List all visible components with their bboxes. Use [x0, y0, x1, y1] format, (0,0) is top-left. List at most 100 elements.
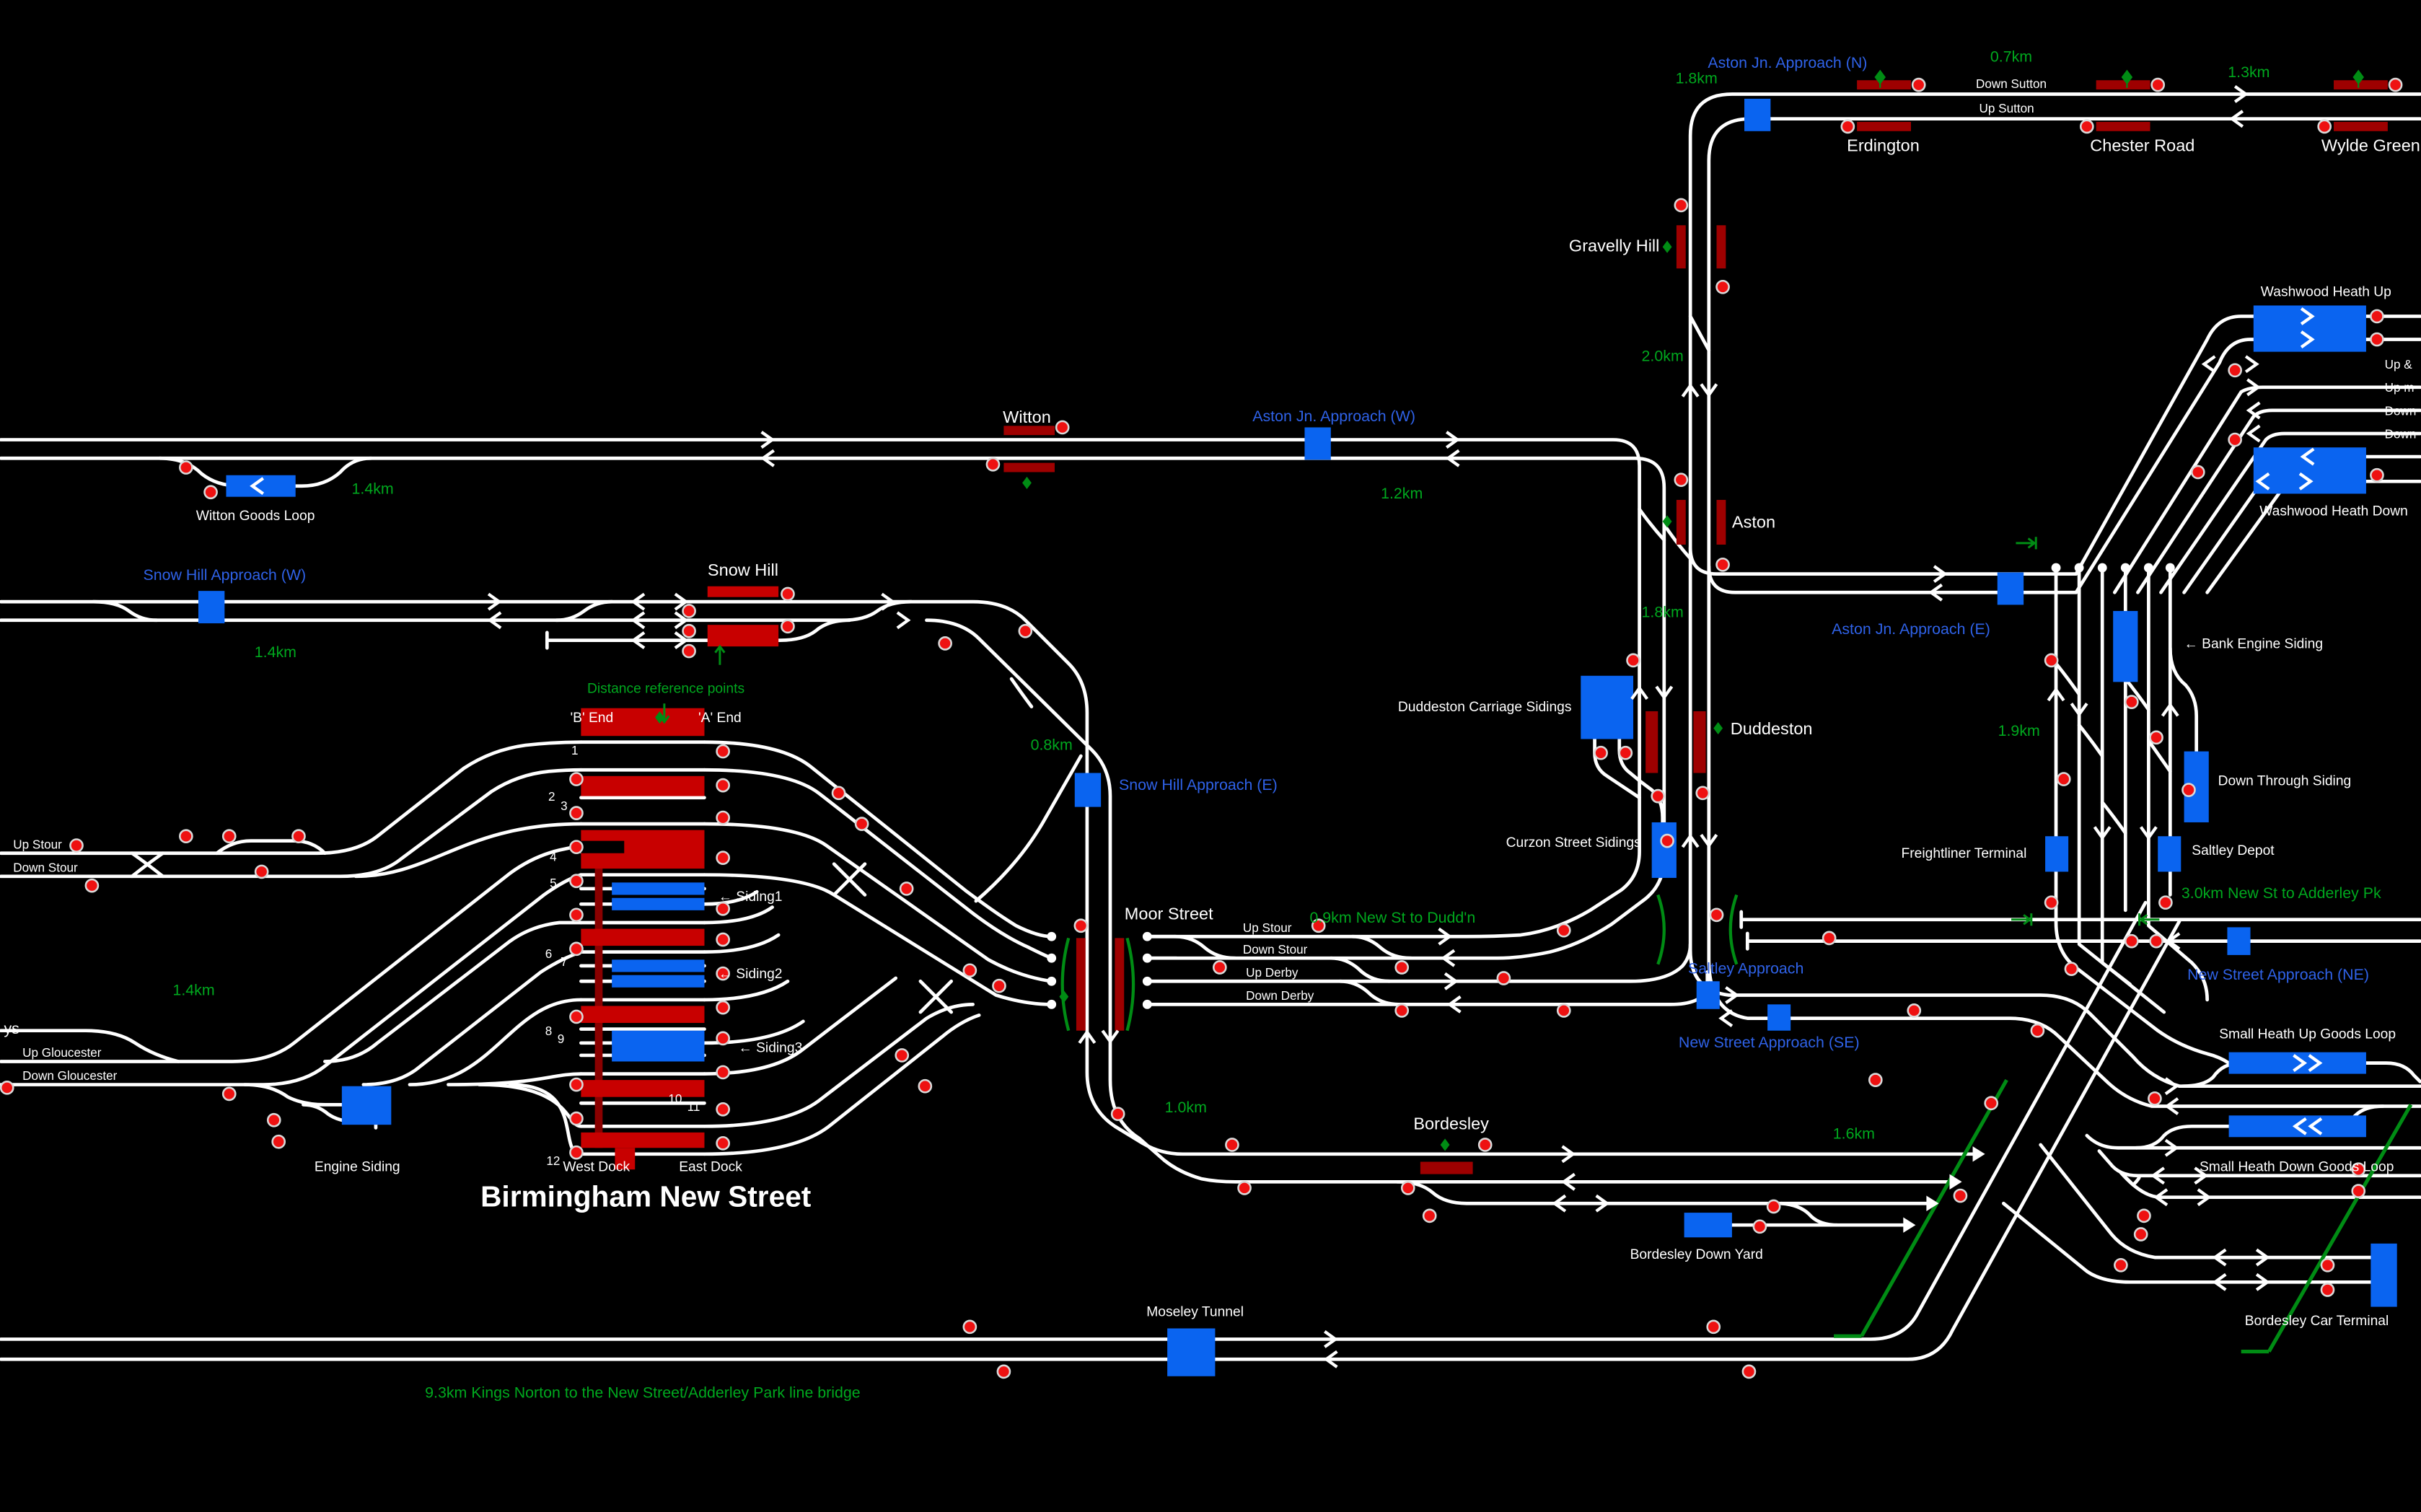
- berth-freightliner-terminal[interactable]: [2045, 836, 2069, 872]
- berth-moseley-tunnel[interactable]: [1167, 1328, 1216, 1376]
- signal-lamp[interactable]: [569, 907, 584, 923]
- signal-lamp[interactable]: [1651, 788, 1666, 804]
- berth-washwood-heath-down[interactable]: [2253, 447, 2366, 494]
- signal-lamp[interactable]: [962, 1319, 977, 1335]
- signal-lamp[interactable]: [569, 1077, 584, 1092]
- signal-lamp[interactable]: [1477, 1138, 1493, 1152]
- signal-lamp[interactable]: [1752, 1219, 1767, 1234]
- signal-lamp[interactable]: [569, 806, 584, 820]
- signal-lamp[interactable]: [203, 485, 218, 500]
- signal-lamp[interactable]: [221, 829, 237, 844]
- signal-lamp[interactable]: [895, 1048, 910, 1063]
- signal-lamp[interactable]: [716, 778, 730, 793]
- berth-saltley-approach[interactable]: [1696, 981, 1720, 1009]
- berth-duddeston-carriage-sidings[interactable]: [1581, 675, 1634, 739]
- signal-lamp[interactable]: [716, 1135, 730, 1151]
- signal-lamp[interactable]: [962, 963, 977, 978]
- signal-lamp[interactable]: [2370, 332, 2384, 347]
- signal-lamp[interactable]: [1055, 420, 1070, 435]
- signal-lamp[interactable]: [1709, 907, 1724, 923]
- signal-lamp[interactable]: [854, 817, 869, 831]
- berth-washwood-heath-up[interactable]: [2253, 305, 2366, 352]
- berth-newst-siding1a[interactable]: [612, 882, 705, 895]
- signal-lamp[interactable]: [1556, 923, 1571, 938]
- signal-lamp[interactable]: [992, 978, 1006, 993]
- signal-lamp[interactable]: [2149, 933, 2163, 949]
- signal-lamp[interactable]: [569, 1111, 584, 1126]
- berth-bank-engine-siding[interactable]: [2113, 610, 2138, 682]
- signal-lamp[interactable]: [2149, 730, 2163, 745]
- signal-lamp[interactable]: [2228, 432, 2242, 447]
- berth-aston-jn-e[interactable]: [1997, 572, 2024, 605]
- signal-lamp[interactable]: [1018, 623, 1033, 638]
- signal-lamp[interactable]: [2158, 895, 2173, 910]
- signal-lamp[interactable]: [2228, 363, 2242, 378]
- signal-lamp[interactable]: [1840, 119, 1855, 134]
- signal-lamp[interactable]: [1907, 1003, 1922, 1018]
- signal-lamp[interactable]: [1626, 653, 1640, 668]
- signal-lamp[interactable]: [716, 966, 730, 981]
- signal-lamp[interactable]: [1422, 1208, 1437, 1223]
- signal-lamp[interactable]: [682, 623, 696, 638]
- berth-aston-jn-w[interactable]: [1304, 427, 1331, 460]
- signal-lamp[interactable]: [1953, 1188, 1968, 1203]
- signal-lamp[interactable]: [781, 586, 795, 602]
- berth-engine-siding[interactable]: [341, 1086, 392, 1125]
- signal-lamp[interactable]: [985, 457, 1001, 472]
- signal-lamp[interactable]: [2351, 1184, 2366, 1198]
- signal-lamp[interactable]: [2056, 772, 2071, 786]
- signal-lamp[interactable]: [1674, 472, 1689, 487]
- signal-lamp[interactable]: [716, 1031, 730, 1046]
- signal-lamp[interactable]: [1225, 1138, 1239, 1152]
- berth-new-st-approach-se[interactable]: [1767, 1004, 1791, 1031]
- signal-lamp[interactable]: [0, 1081, 14, 1095]
- signal-lamp[interactable]: [1868, 1073, 1883, 1087]
- signal-lamp[interactable]: [1674, 198, 1689, 213]
- signal-lamp[interactable]: [271, 1134, 286, 1149]
- berth-newst-siding2b[interactable]: [612, 975, 705, 988]
- signal-lamp[interactable]: [1556, 1003, 1571, 1018]
- signal-lamp[interactable]: [266, 1112, 281, 1128]
- signal-lamp[interactable]: [69, 838, 84, 853]
- signal-lamp[interactable]: [1110, 1107, 1125, 1122]
- berth-small-heath-up-loop[interactable]: [2228, 1052, 2366, 1074]
- signal-lamp[interactable]: [1073, 918, 1089, 933]
- signal-lamp[interactable]: [2044, 653, 2059, 668]
- signal-lamp[interactable]: [1695, 786, 1710, 801]
- signal-lamp[interactable]: [569, 874, 584, 889]
- signal-lamp[interactable]: [716, 932, 730, 947]
- signal-lamp[interactable]: [291, 829, 306, 844]
- signal-lamp[interactable]: [1212, 960, 1227, 975]
- signal-lamp[interactable]: [716, 1065, 730, 1080]
- signal-lamp[interactable]: [831, 786, 846, 801]
- signal-lamp[interactable]: [781, 619, 795, 634]
- signal-lamp[interactable]: [2150, 77, 2166, 92]
- signal-lamp[interactable]: [1311, 918, 1326, 933]
- signal-lamp[interactable]: [569, 941, 584, 957]
- berth-newst-siding2a[interactable]: [612, 959, 705, 972]
- signal-lamp[interactable]: [1706, 1319, 1721, 1335]
- signal-lamp[interactable]: [1984, 1096, 1999, 1111]
- berth-snow-hill-w[interactable]: [198, 591, 225, 624]
- signal-lamp[interactable]: [569, 1009, 584, 1024]
- signal-lamp[interactable]: [1394, 960, 1410, 975]
- signal-lamp[interactable]: [1618, 745, 1633, 760]
- signal-lamp[interactable]: [2370, 309, 2384, 324]
- signal-lamp[interactable]: [2370, 467, 2384, 483]
- signal-lamp[interactable]: [1660, 833, 1674, 848]
- berth-saltley-depot[interactable]: [2158, 836, 2181, 872]
- signal-lamp[interactable]: [716, 901, 730, 916]
- signal-lamp[interactable]: [716, 850, 730, 865]
- signal-lamp[interactable]: [254, 864, 269, 879]
- signal-lamp[interactable]: [2148, 1091, 2162, 1106]
- signal-lamp[interactable]: [1766, 1199, 1781, 1214]
- signal-lamp[interactable]: [2079, 119, 2094, 134]
- signal-lamp[interactable]: [1911, 77, 1926, 92]
- signal-lamp[interactable]: [716, 744, 730, 759]
- signal-lamp[interactable]: [682, 643, 696, 659]
- signal-lamp[interactable]: [716, 1102, 730, 1117]
- signal-lamp[interactable]: [2351, 1162, 2366, 1177]
- berth-new-st-approach-ne[interactable]: [2227, 927, 2251, 955]
- signal-lamp[interactable]: [2030, 1023, 2045, 1038]
- signal-lamp[interactable]: [1715, 279, 1730, 294]
